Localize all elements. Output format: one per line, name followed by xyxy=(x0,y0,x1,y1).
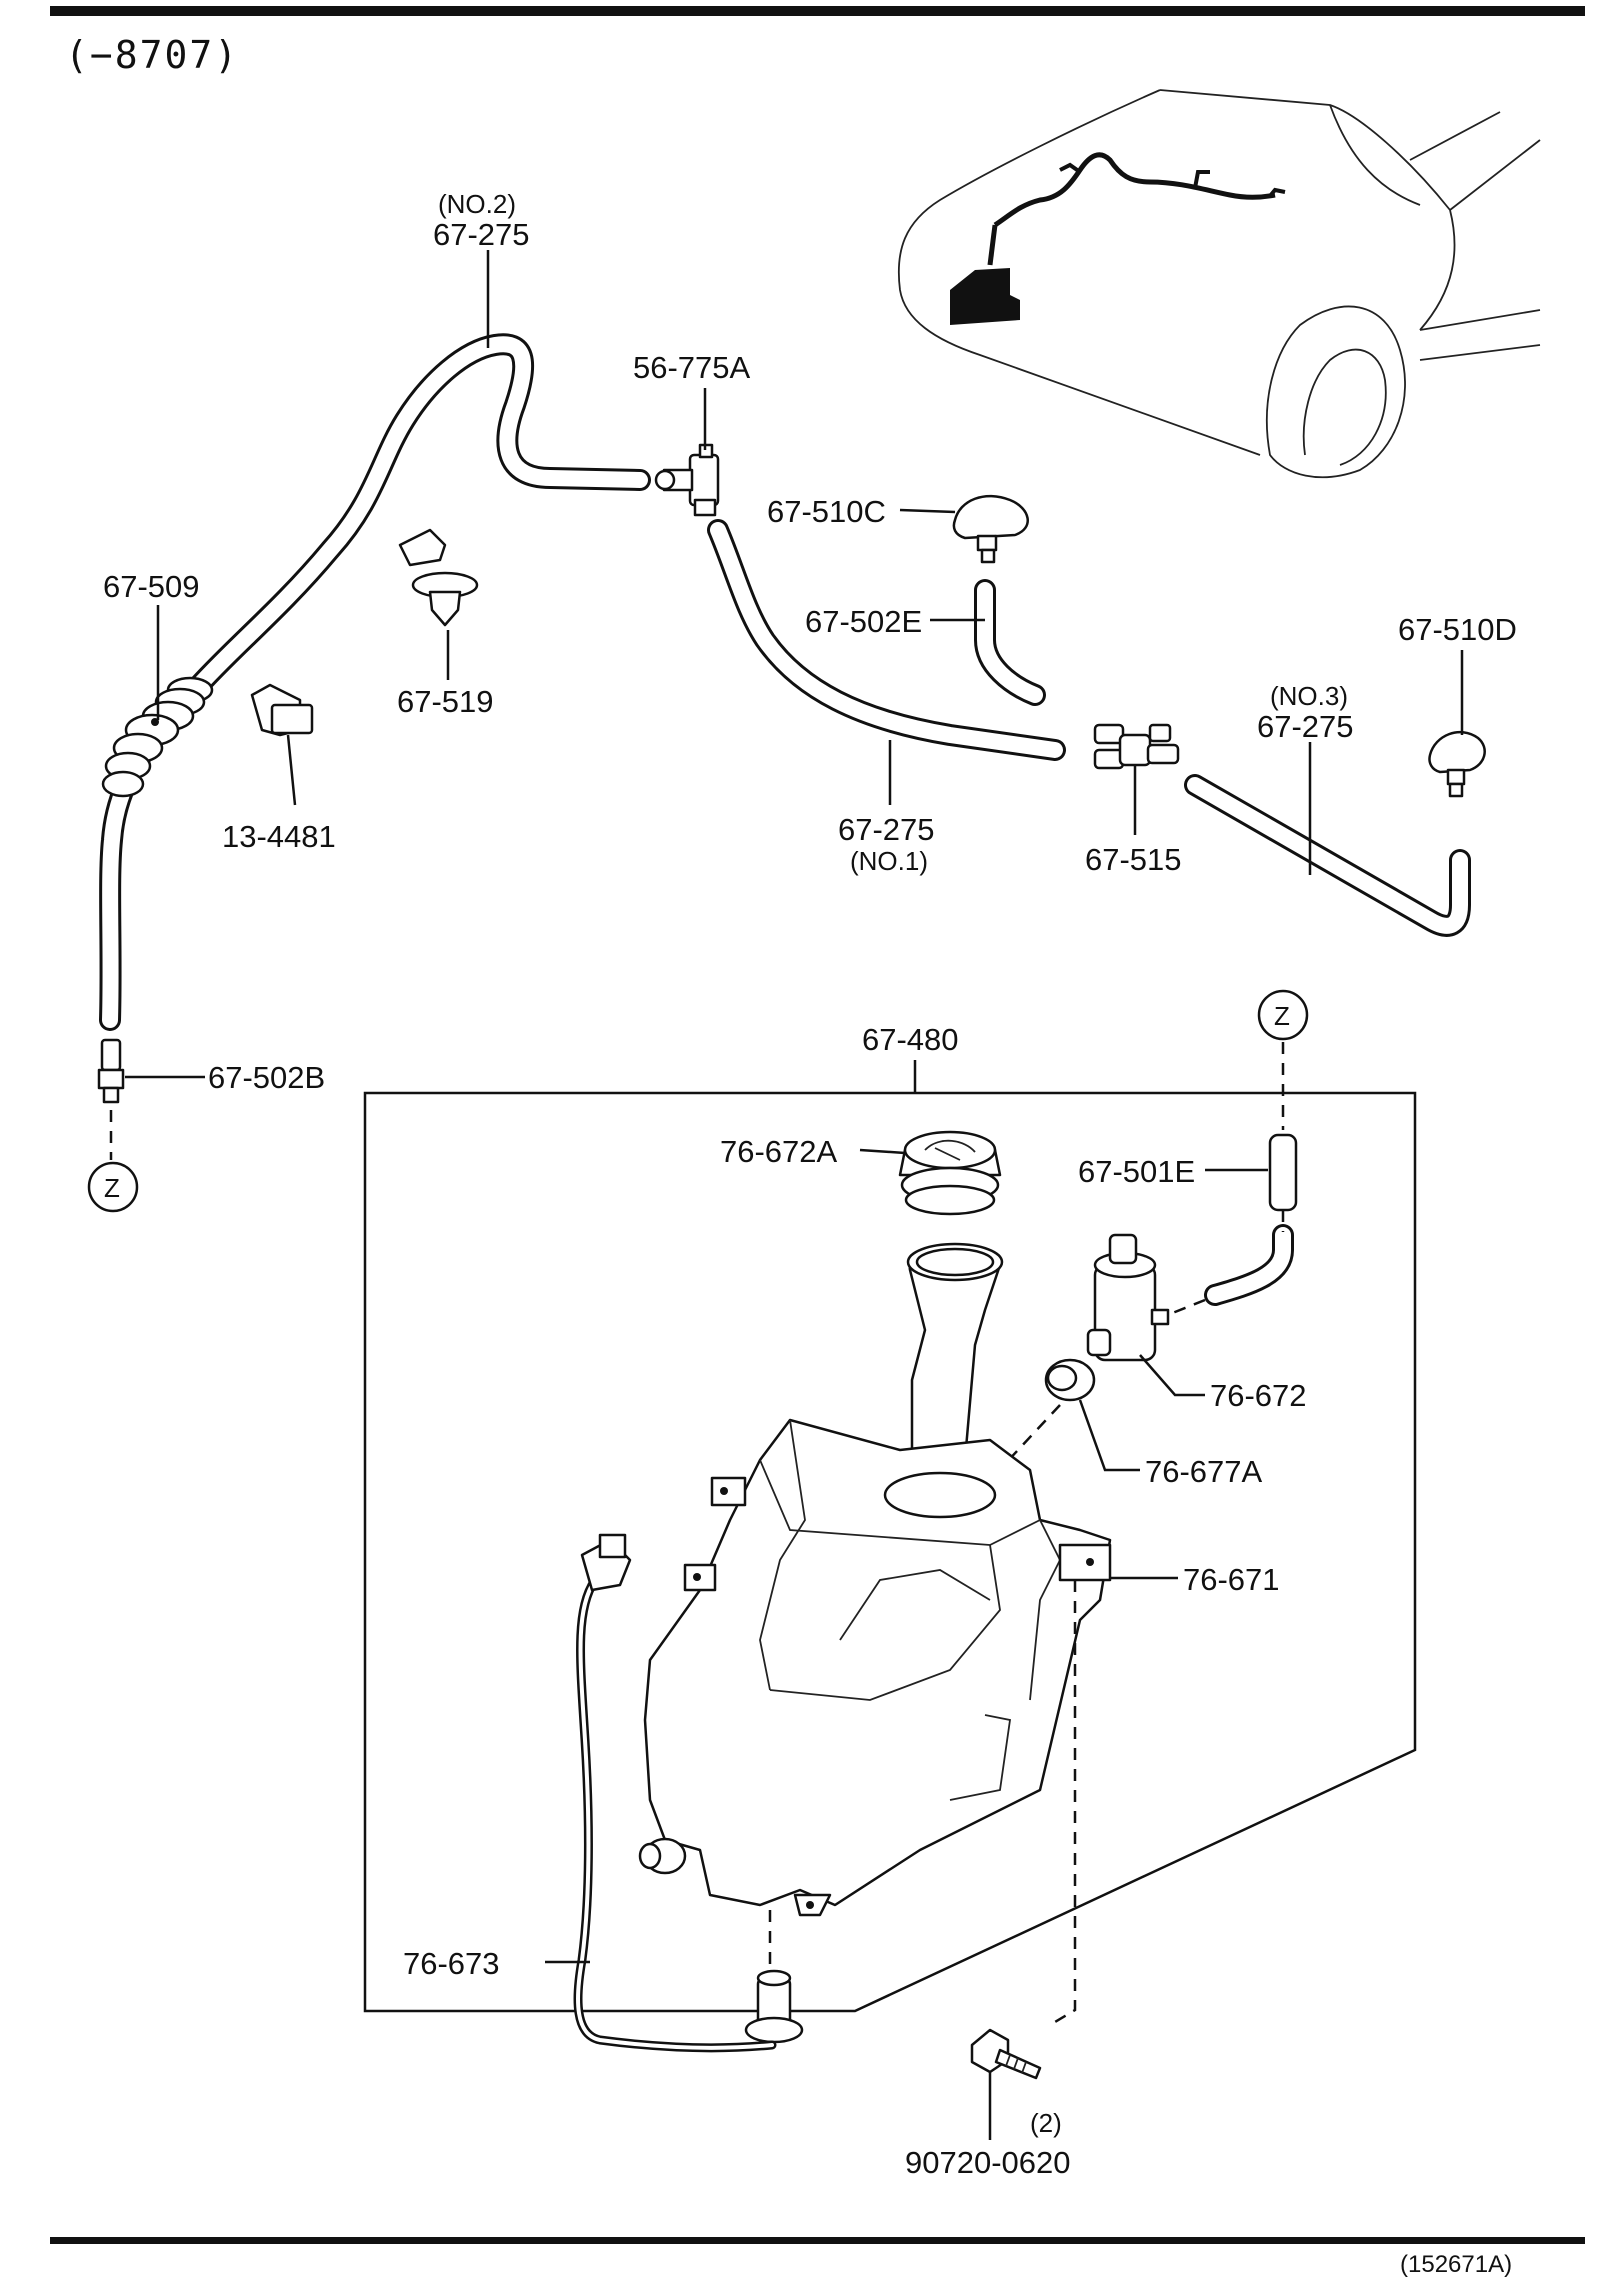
connector-67-502b xyxy=(97,1038,125,1160)
label-tank-assembly-67-480: 67-480 xyxy=(862,1022,959,1057)
label-grommet-76-677a: 76-677A xyxy=(1145,1454,1263,1489)
hose-no3 xyxy=(1184,774,1471,937)
footer-code: (152671A) xyxy=(1400,2251,1512,2277)
vehicle-location-illustration xyxy=(897,89,1541,479)
header-code: (−8707) xyxy=(65,33,239,77)
leader-lines xyxy=(125,250,1464,2140)
washer-pump-76-672 xyxy=(1086,1233,1170,1362)
label-bolt-90720-0620: 90720-0620 xyxy=(905,2145,1071,2180)
level-sensor-76-673 xyxy=(573,1533,804,2053)
label-cap-76-672a: 76-672A xyxy=(720,1134,838,1169)
label-connector-67-502b: 67-502B xyxy=(208,1060,325,1095)
hose-no1 xyxy=(707,519,1066,761)
tank-bolt-guide xyxy=(1049,1580,1077,2027)
label-hose-no1-part: 67-275 xyxy=(838,812,935,847)
label-clip-13-4481: 13-4481 xyxy=(222,819,336,854)
label-wire-76-673: 76-673 xyxy=(403,1946,500,1981)
top-rule xyxy=(50,6,1585,16)
washer-tank-76-671 xyxy=(638,1242,1112,1917)
joint-56-775a xyxy=(654,443,720,517)
tank-assembly-outline xyxy=(363,1091,1417,2013)
nozzle-67-510d xyxy=(1428,730,1486,798)
label-hose-no2-part: 67-275 xyxy=(433,217,530,252)
label-clip-67-509: 67-509 xyxy=(103,569,200,604)
label-joint-67-515: 67-515 xyxy=(1085,842,1182,877)
label-hose-no1-note: (NO.1) xyxy=(850,846,928,876)
bolt-90720-0620 xyxy=(970,2028,1042,2080)
hose-67-501e xyxy=(1159,1133,1298,1320)
joint-67-515 xyxy=(1093,723,1180,770)
label-hose-67-501e: 67-501E xyxy=(1078,1154,1195,1189)
marker-z-left: Z xyxy=(87,1161,139,1213)
label-hose-no2-note: (NO.2) xyxy=(438,189,516,219)
label-tank-76-671: 76-671 xyxy=(1183,1562,1280,1597)
marker-z-right-text: Z xyxy=(1274,1001,1290,1031)
clip-13-4481 xyxy=(250,683,314,737)
label-pump-76-672: 76-672 xyxy=(1210,1378,1307,1413)
hose-67-502e xyxy=(974,579,1046,706)
bottom-rule xyxy=(50,2237,1585,2244)
label-hose-67-502e: 67-502E xyxy=(805,604,922,639)
nozzle-67-510c xyxy=(952,494,1029,564)
filler-cap-76-672a xyxy=(898,1130,1002,1216)
label-hose-no3-note: (NO.3) xyxy=(1270,681,1348,711)
label-nozzle-67-510d: 67-510D xyxy=(1398,612,1517,647)
marker-z-left-text: Z xyxy=(104,1173,120,1203)
grommet-76-677a xyxy=(989,1358,1096,1481)
hose-no2 xyxy=(184,333,651,701)
clip-67-519 xyxy=(398,528,479,627)
label-bolt-qty: (2) xyxy=(1030,2108,1062,2138)
label-clip-67-519: 67-519 xyxy=(397,684,494,719)
hose-clip-67-509 xyxy=(101,676,214,798)
marker-z-right: Z xyxy=(1257,989,1309,1130)
label-joint-56-775a: 56-775A xyxy=(633,350,751,385)
label-hose-no3-part: 67-275 xyxy=(1257,709,1354,744)
label-nozzle-67-510c: 67-510C xyxy=(767,494,886,529)
